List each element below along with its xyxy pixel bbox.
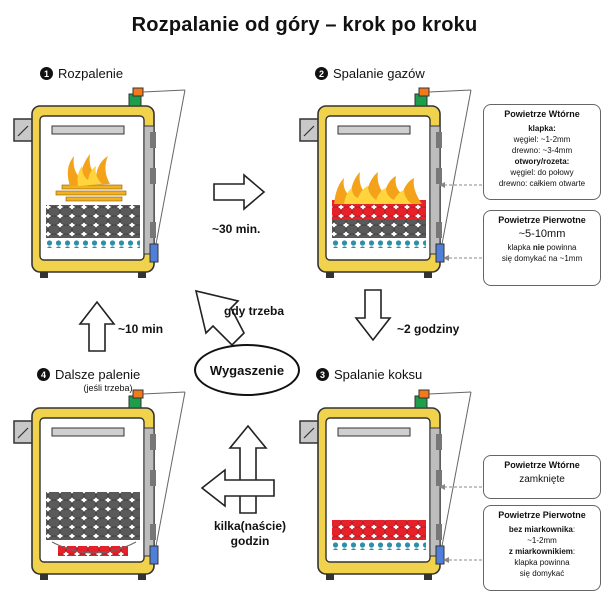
step-3-number: 3: [316, 368, 329, 381]
boiler-step-2: [299, 87, 472, 278]
primary-air-box-step-3: Powietrze Pierwotne bez miarkownika: ~1-…: [483, 505, 601, 591]
primary-air-title-3: Powietrze Pierwotne: [498, 510, 586, 520]
arrow-branch-up-icon: [228, 424, 268, 514]
step-3-title: Spalanie koksu: [334, 367, 423, 382]
arrow-down-icon: [354, 289, 392, 342]
step-3-label: 3 Spalanie koksu: [316, 367, 422, 382]
step-2-number: 2: [315, 67, 328, 80]
transition-1-2-label: ~30 min.: [212, 222, 261, 236]
step-1-title: Rozpalenie: [58, 66, 124, 81]
extinguish-oval: Wygaszenie: [194, 344, 300, 396]
flap-coal: węgiel: ~1-2mm: [513, 135, 571, 144]
transition-4-1-label: ~10 min: [118, 322, 164, 336]
primary-air-note-2: się domykać na ~1mm: [501, 254, 583, 263]
secondary-air-closed: zamknięte: [519, 474, 565, 485]
step-4-number: 4: [37, 368, 50, 381]
rosette-wood: drewno: całkiem otwarte: [498, 179, 586, 188]
transition-2-3-label: ~2 godziny: [397, 322, 460, 336]
secondary-air-box-step-3: Powietrze Wtórne zamknięte: [483, 455, 601, 499]
step-4-label: 4 Dalsze palenie: [37, 367, 140, 382]
primary-air-box-step-2: Powietrze Pierwotne ~5-10mm klapka nie p…: [483, 210, 601, 286]
arrow-up-icon: [78, 300, 116, 352]
transition-from-3-label: kilka(naście) godzin: [213, 519, 287, 548]
transition-to-1-label: gdy trzeba: [224, 304, 285, 318]
without-regulator-value: ~1-2mm: [527, 536, 557, 545]
arrow-right-icon: [213, 173, 266, 211]
boiler-step-3: [299, 389, 472, 580]
flap-label: klapka:: [528, 124, 556, 133]
arrow-branch-left-icon: [200, 468, 275, 508]
step-1-label: 1 Rozpalenie: [40, 66, 123, 81]
extinguish-label: Wygaszenie: [209, 362, 285, 378]
step-2-title: Spalanie gazów: [333, 66, 425, 81]
secondary-air-box-step-2: Powietrze Wtórne klapka: węgiel: ~1-2mm …: [483, 104, 601, 200]
primary-air-note-1: klapka nie powinna: [507, 243, 577, 252]
with-regulator-value-1: klapka powinna: [514, 558, 570, 567]
rosette-coal: węgiel: do połowy: [510, 168, 574, 177]
primary-air-title: Powietrze Pierwotne: [498, 215, 586, 225]
page-title: Rozpalanie od góry – krok po kroku: [131, 14, 478, 36]
with-regulator-value-2: się domykać: [519, 569, 565, 578]
with-regulator: z miarkownikiem:: [508, 547, 576, 556]
secondary-air-title-3: Powietrze Wtórne: [504, 460, 580, 470]
step-2-label: 2 Spalanie gazów: [315, 66, 425, 81]
secondary-air-title: Powietrze Wtórne: [504, 109, 580, 119]
step-1-number: 1: [40, 67, 53, 80]
kindling: [55, 154, 127, 202]
without-regulator: bez miarkownika:: [508, 525, 576, 534]
step-4-title: Dalsze palenie: [55, 367, 141, 382]
boiler-step-1: [13, 87, 186, 278]
primary-air-value: ~5-10mm: [518, 228, 566, 240]
step-4-note: (jeśli trzeba): [83, 383, 133, 393]
flap-wood: drewno: ~3-4mm: [511, 146, 573, 155]
boiler-step-4: [13, 389, 186, 580]
rosette-label: otwory/rozeta:: [514, 157, 570, 166]
arrow-diagonal-icon: [194, 289, 245, 347]
